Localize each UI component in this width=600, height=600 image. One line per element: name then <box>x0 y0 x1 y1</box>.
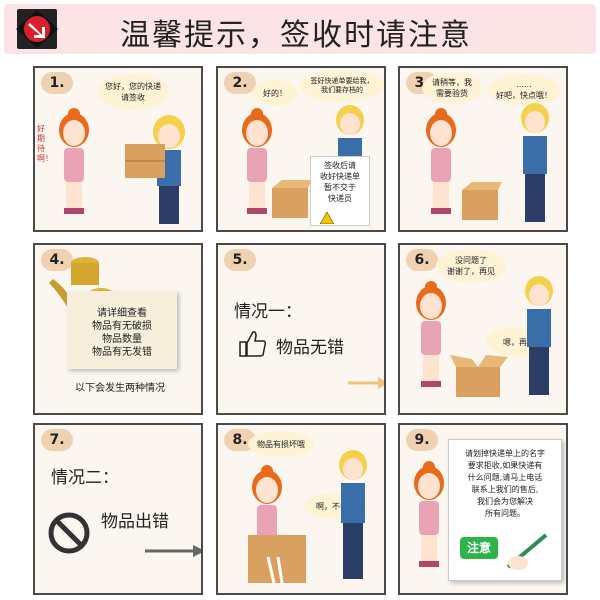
speech-bubble-girl: 没问题了 谢谢了，再见 <box>436 249 506 283</box>
courier-with-box-figure <box>125 115 185 224</box>
comic-panel-1: 1. 您好，您的快递 请签收 好 期 待 啊！ <box>33 66 203 232</box>
note-line: 物品有无破损 <box>92 321 152 332</box>
red-arrow-icon <box>16 9 58 49</box>
note-line: 物品数量 <box>102 334 142 345</box>
thumbs-up-icon <box>239 331 267 357</box>
pen-in-hand-illustration <box>506 533 548 570</box>
girl-figure <box>414 461 444 567</box>
speech-bubble-girl: 好的！ <box>252 80 298 106</box>
panel-number: 9. <box>406 429 438 451</box>
open-parcel-box <box>450 355 508 397</box>
girl-figure <box>426 108 456 214</box>
girl-figure <box>242 108 272 214</box>
comic-panel-9: 9. 请划掉快递单上的名字 要求拒收,如果快递有 什么问题,请马上电话 联系上我… <box>398 423 568 595</box>
case-result: 物品无错 <box>276 338 344 358</box>
comic-panel-8: 8. 物品有损坏哦 啊，不会吧 <box>216 423 386 595</box>
speech-bubble-girl: 物品有损坏哦 <box>248 431 314 457</box>
courier-figure <box>339 450 367 579</box>
girl-figure <box>59 108 89 214</box>
delivery-slip-sign: 签收后请 收好快递单 暂不交于 快递员 <box>310 156 370 226</box>
panel-number: 7. <box>41 429 73 451</box>
panel-footer: 以下会发生两种情况 <box>75 383 165 394</box>
courier-figure <box>521 103 549 222</box>
girl-figure <box>416 281 446 387</box>
notice-badge: 注意 <box>460 537 498 559</box>
panel-number: 5. <box>224 249 256 271</box>
panel-number: 2. <box>224 72 256 94</box>
note-line: 物品有无发错 <box>92 347 152 358</box>
instruction-text: 请划掉快递单上的名字 要求拒收,如果快递有 什么问题,请马上电话 联系上我们的售… <box>465 449 545 518</box>
panel-number: 6. <box>406 249 438 271</box>
case-result: 物品出错 <box>101 512 169 532</box>
courier-figure <box>525 276 553 395</box>
arrow-right-icon <box>348 377 384 389</box>
comic-panel-7: 7. 情况二： 物品出错 <box>33 423 203 595</box>
speech-bubble-girl: 请稍等，我 需要验货 <box>422 72 482 104</box>
panel-number: 4. <box>41 249 73 271</box>
parcel-box <box>272 180 312 218</box>
side-caption: 好 期 待 啊！ <box>37 124 53 163</box>
comic-panel-4: 4. 请详细查看 物品有无破损 物品数量 物品有无发错 以下会发生两种情况 <box>33 243 203 415</box>
speech-bubble-courier: 签好快递单要给我， 我们要存档的 <box>300 70 384 102</box>
prohibited-icon <box>48 512 90 554</box>
parcel-box <box>462 182 502 220</box>
comic-panel-3: 3. 请稍等，我 需要验货 ...... 好吧，快点哦！ <box>398 66 568 232</box>
speech-bubble-courier: ...... 好吧，快点哦！ <box>488 74 560 106</box>
page-title: 温馨提示，签收时请注意 <box>120 18 472 53</box>
checklist-note: 请详细查看 物品有无破损 物品数量 物品有无发错 <box>67 291 177 369</box>
comic-panel-5: 5. 情况一： 物品无错 <box>216 243 386 415</box>
comic-panel-6: 6. 没问题了 谢谢了，再见 嗯，再见 <box>398 243 568 415</box>
header-banner: 温馨提示，签收时请注意 <box>4 4 596 54</box>
case-title: 情况一： <box>234 302 302 322</box>
girl-figure <box>252 465 282 539</box>
damaged-parcel-box <box>248 535 306 584</box>
panel-number: 1. <box>41 72 73 94</box>
warning-icon <box>320 212 334 224</box>
note-line: 请详细查看 <box>97 308 147 319</box>
speech-bubble: 您好，您的快递 请签收 <box>97 74 169 110</box>
comic-panel-2: 2. 好的！ 签好快递单要给我， 我们要存档的 签收后请 收好快递单 暂不交于 … <box>216 66 386 232</box>
case-title: 情况二： <box>51 468 119 488</box>
arrow-right-icon <box>145 545 201 557</box>
courier-figure <box>336 105 364 164</box>
